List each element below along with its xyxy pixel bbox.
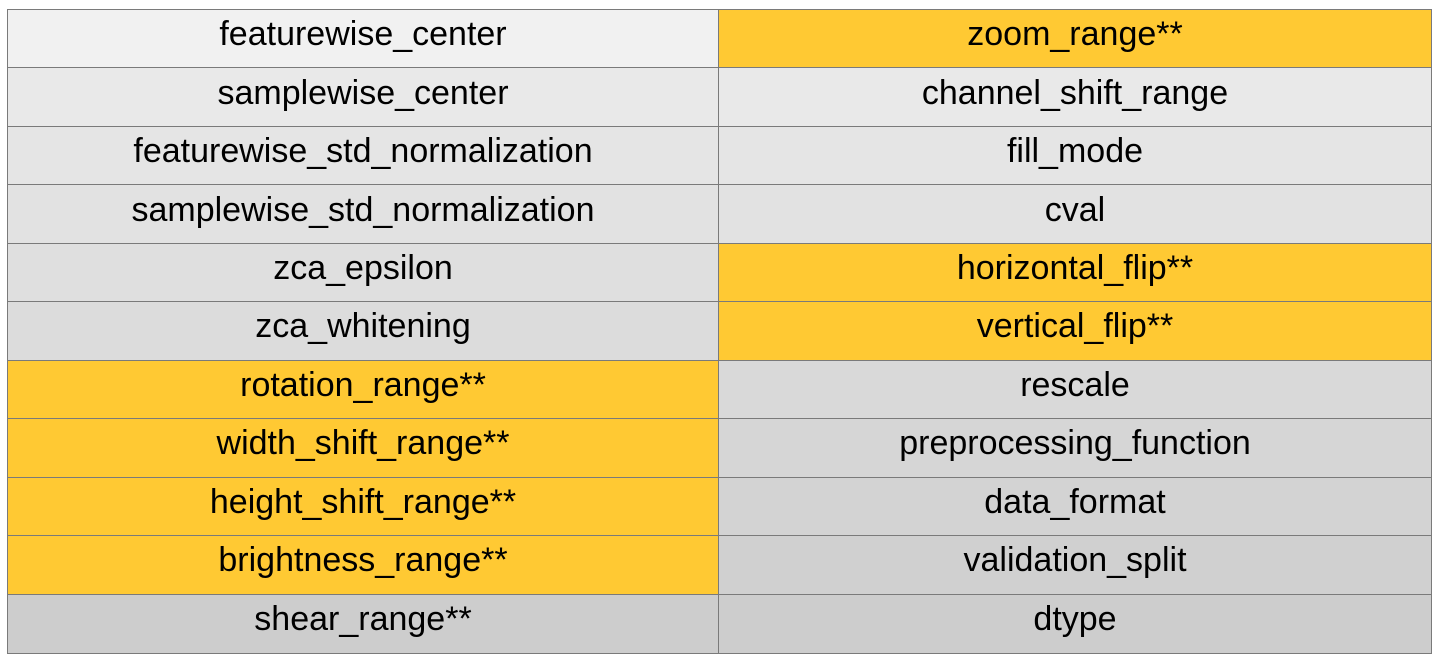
table-cell-left: shear_range**	[8, 594, 719, 653]
table-cell-left: zca_whitening	[8, 302, 719, 361]
table-cell-left: zca_epsilon	[8, 243, 719, 303]
table-cell-right: vertical_flip**	[719, 302, 1431, 361]
table-cell-right: fill_mode	[719, 126, 1431, 186]
table-cell-left: samplewise_std_normalization	[8, 185, 719, 244]
table-cell-left: height_shift_range**	[8, 477, 719, 537]
table-cell-right: validation_split	[719, 536, 1431, 595]
table-cell-right: horizontal_flip**	[719, 243, 1431, 303]
table-cell-left: brightness_range**	[8, 536, 719, 595]
table-cell-right: channel_shift_range	[719, 68, 1431, 127]
table-cell-left: featurewise_std_normalization	[8, 126, 719, 186]
table-cell-right: cval	[719, 185, 1431, 244]
table-cell-left: width_shift_range**	[8, 419, 719, 478]
table-cell-right: zoom_range**	[719, 10, 1431, 69]
table-cell-left: featurewise_center	[8, 10, 719, 69]
table-cell-right: rescale	[719, 360, 1431, 420]
table-cell-right: preprocessing_function	[719, 419, 1431, 478]
table-cell-right: data_format	[719, 477, 1431, 537]
table-cell-right: dtype	[719, 594, 1431, 653]
table-cell-left: samplewise_center	[8, 68, 719, 127]
table-cell-left: rotation_range**	[8, 360, 719, 420]
